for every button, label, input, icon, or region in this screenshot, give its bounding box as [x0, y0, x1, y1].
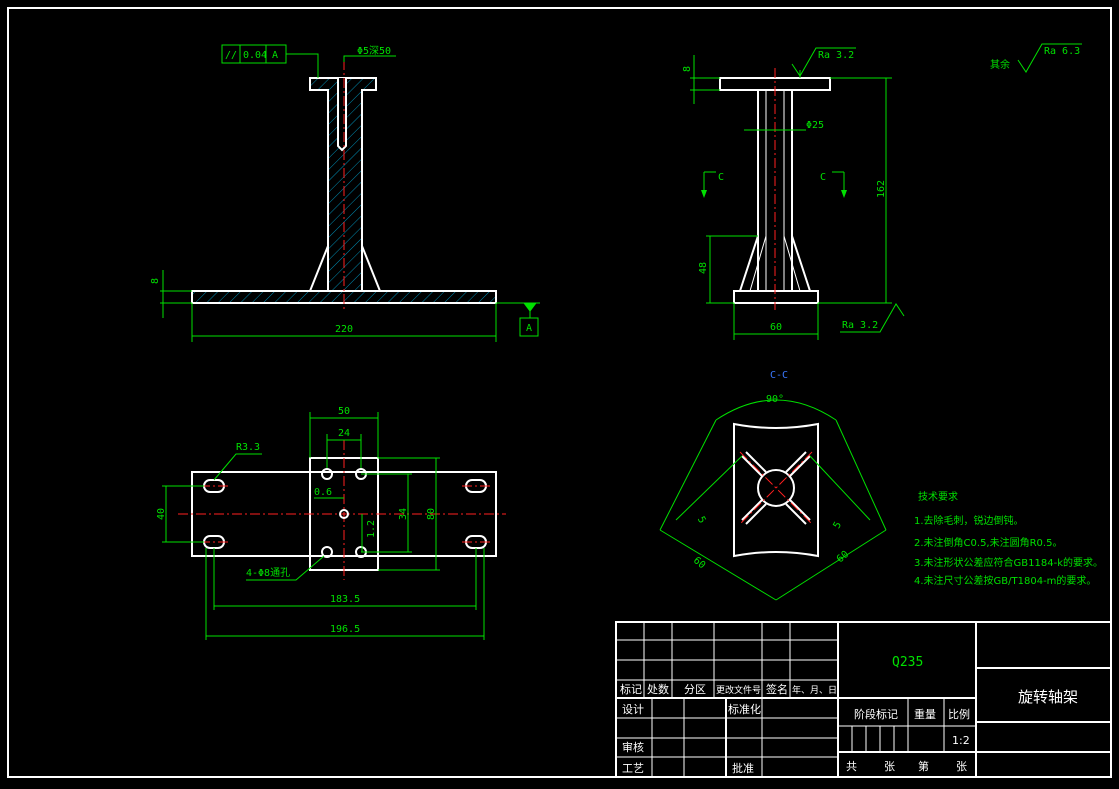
roughness-general-prefix: 其余 — [990, 58, 1010, 71]
tb-part-name: 旋转轴架 — [1018, 688, 1078, 706]
dim-width-220: 220 — [335, 324, 353, 335]
dim-top-thickness: 8 — [682, 66, 693, 72]
section-title: C-C — [770, 370, 788, 381]
tb-header-4: 签名 — [766, 682, 788, 696]
dim-5-left: 5 — [695, 515, 708, 526]
section-view: C-C 90° 5 5 60 60 — [659, 370, 887, 601]
dim-0-6: 0.6 — [314, 487, 332, 498]
tolerance-datum: A — [272, 50, 278, 61]
dim-80: 80 — [426, 508, 437, 520]
tb-sheets-total: 共 — [846, 760, 857, 773]
front-rib-right — [361, 245, 382, 292]
tb-header-2: 分区 — [684, 683, 706, 696]
dim-base-thickness: 8 — [150, 278, 161, 284]
tb-material: Q235 — [892, 655, 923, 670]
dim-base-width: 60 — [770, 322, 782, 333]
tb-sheets-unit-b: 张 — [956, 760, 967, 773]
dim-196-5: 196.5 — [330, 624, 360, 635]
section-angle: 90° — [766, 394, 784, 405]
drawing-border — [7, 7, 1112, 778]
section-column — [757, 469, 795, 507]
dim-34: 34 — [398, 508, 409, 520]
section-mark-left: C — [718, 172, 724, 183]
tb-header-3: 更改文件号 — [716, 684, 761, 696]
side-base — [733, 290, 819, 304]
front-slot — [337, 78, 347, 152]
tb-review: 审核 — [622, 740, 644, 754]
dim-radius: R3.3 — [236, 442, 260, 453]
plan-view: 50 24 R3.3 0.6 1.2 34 80 40 4-Φ8通孔 — [156, 406, 506, 640]
tb-header-0: 标记 — [620, 682, 642, 696]
front-view: // 0.04 A Φ5深50 8 220 A — [150, 44, 540, 342]
hole-note: 4-Φ8通孔 — [246, 567, 290, 579]
tech-note-3: 3.未注形状公差应符合GB1184-k的要求。 — [914, 556, 1103, 569]
tb-scale-value: 1:2 — [952, 734, 970, 747]
dim-50: 50 — [338, 406, 350, 417]
section-mark-right: C — [820, 172, 826, 183]
dim-183-5: 183.5 — [330, 594, 360, 605]
dim-height-162: 162 — [876, 180, 887, 198]
dim-40: 40 — [156, 508, 167, 520]
dim-rib-height: 48 — [698, 262, 709, 274]
title-block: 标记 处数 分区 更改文件号 签名 年、月、日 设计 标准化 审核 工艺 批准 … — [615, 621, 1112, 778]
tb-process: 工艺 — [622, 762, 644, 775]
datum-a-label: A — [526, 323, 532, 334]
roughness-general: Ra 6.3 — [1044, 46, 1080, 57]
tb-sheets-unit-a: 张 — [884, 760, 895, 773]
tb-approve: 批准 — [732, 761, 754, 775]
bolt-hole-3 — [321, 546, 333, 558]
dim-diameter: Φ25 — [806, 120, 824, 131]
center-hole — [339, 509, 349, 519]
tech-notes-title: 技术要求 — [918, 490, 958, 503]
tolerance-symbol: // — [225, 50, 237, 61]
tb-sheet-no: 第 — [918, 759, 929, 773]
dim-1-2: 1.2 — [366, 520, 377, 538]
tb-header-1: 处数 — [647, 683, 669, 696]
dim-60-right: 60 — [835, 549, 851, 565]
tb-standardize: 标准化 — [728, 702, 761, 716]
tb-header-5: 年、月、日 — [792, 684, 837, 696]
roughness-top: Ra 3.2 — [818, 50, 854, 61]
bolt-hole-1 — [321, 468, 333, 480]
tech-note-4: 4.未注尺寸公差按GB/T1804-m的要求。 — [914, 574, 1096, 587]
roughness-bottom: Ra 3.2 — [842, 320, 878, 331]
tb-scale: 比例 — [948, 707, 970, 721]
tech-note-2: 2.未注倒角C0.5,未注圆角R0.5。 — [914, 536, 1062, 549]
dim-24: 24 — [338, 428, 350, 439]
tech-notes: 技术要求 1.去除毛刺，锐边倒钝。 2.未注倒角C0.5,未注圆角R0.5。 3… — [914, 490, 1103, 587]
front-rib-left — [308, 245, 329, 292]
section-outline — [733, 422, 819, 558]
tb-weight: 重量 — [914, 707, 936, 721]
tb-design: 设计 — [622, 703, 644, 716]
tech-note-1: 1.去除毛刺，锐边倒钝。 — [914, 514, 1024, 527]
tb-stage-mark: 阶段标记 — [854, 707, 898, 721]
dim-5-right: 5 — [832, 520, 845, 531]
slot-label: Φ5深50 — [357, 45, 391, 57]
side-view: 8 Ra 3.2 其余 Ra 6.3 Φ25 162 48 60 Ra 3.2 — [682, 43, 1082, 340]
tolerance-value: 0.04 — [243, 50, 267, 61]
